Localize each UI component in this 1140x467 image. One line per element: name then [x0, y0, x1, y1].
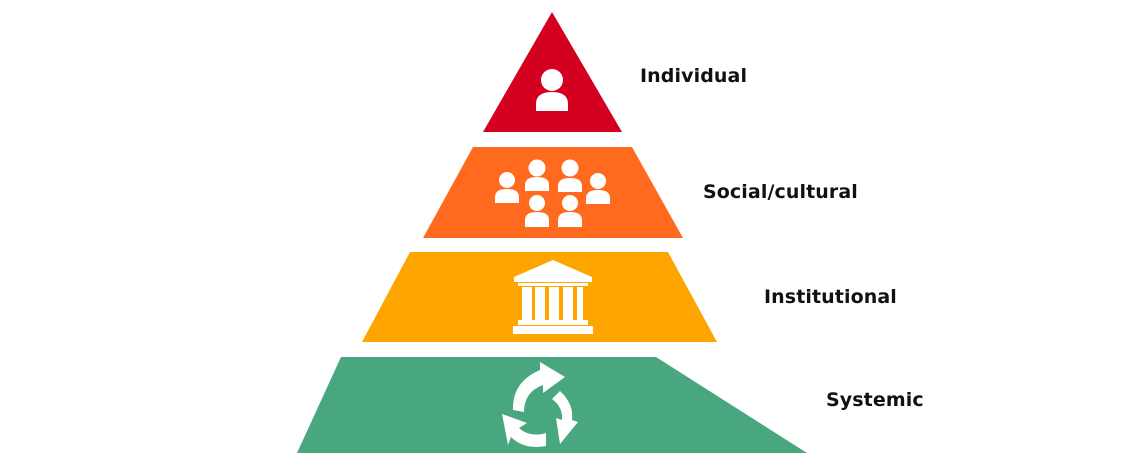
level-label-institutional: Institutional [764, 286, 897, 308]
level-social-cultural [423, 147, 683, 238]
group-of-people-icon [495, 159, 610, 227]
institution-building-icon [513, 260, 593, 334]
person-icon [536, 69, 568, 111]
level-systemic [297, 357, 807, 453]
level-label-individual: Individual [640, 65, 748, 87]
level-institutional [362, 252, 717, 342]
level-individual [483, 12, 622, 132]
level-label-social-cultural: Social/cultural [703, 181, 858, 203]
level-social-cultural-shape [423, 147, 683, 238]
level-label-systemic: Systemic [826, 389, 924, 411]
level-systemic-shape [297, 357, 807, 453]
cycle-arrows-icon [502, 362, 578, 447]
